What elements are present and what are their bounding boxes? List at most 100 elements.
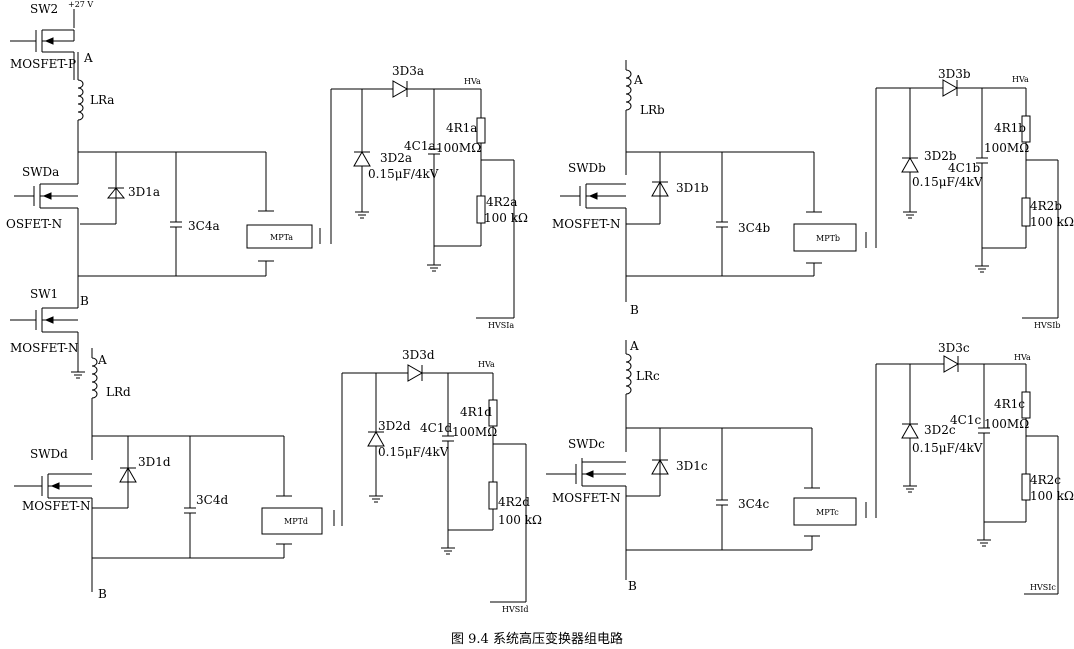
- diode-3d1b-label: 3D1b: [676, 181, 709, 195]
- mpt-b-box: [793, 223, 857, 252]
- inductor-lrd-label: LRd: [106, 385, 131, 399]
- swdc-type-label: MOSFET-N: [552, 491, 620, 505]
- resistor-4r2d-value: 100 kΩ: [498, 513, 542, 527]
- hv-c-label: HVa: [1014, 353, 1031, 362]
- swda-label: SWDa: [22, 165, 59, 179]
- resistor-4r2a-value: 100 kΩ: [484, 211, 528, 225]
- channel-d: A LRd 3D1d SWDd MOSFET-N B 3C4d: [14, 348, 542, 614]
- figure-caption: 图 9.4 系统高压变换器组电路: [451, 632, 623, 647]
- swdc-label: SWDc: [568, 437, 605, 451]
- diode-3d2a-label: 3D2a: [380, 151, 412, 165]
- swdb-mosfet-n: SWDb MOSFET-N: [552, 161, 626, 231]
- node-a-label: A: [83, 51, 93, 65]
- resistor-4r2b-label: 4R2b: [1030, 199, 1062, 213]
- mpt-a-box: [246, 224, 313, 249]
- inductor-lra: [77, 79, 84, 121]
- inductor-lrc: [625, 353, 632, 395]
- node-a-label-b: A: [633, 73, 643, 87]
- cap-4c1d-label: 4C1d: [420, 421, 452, 435]
- channel-b: A LRb 3D1b SWDb MOSFET-N B 3C4b: [552, 60, 1074, 330]
- diode-3d1a-label: 3D1a: [128, 185, 160, 199]
- swdd-type-label: MOSFET-N: [22, 499, 90, 513]
- sw1-section: B SW1 MOSFET-N: [10, 287, 89, 379]
- cap-4c1a-label: 4C1a: [404, 139, 436, 153]
- hvsi-c-label: HVSIc: [1030, 583, 1056, 592]
- inductor-lrb-label: LRb: [640, 103, 665, 117]
- mpt-c-label: MPTc: [816, 508, 839, 517]
- diode-3d3b-label: 3D3b: [938, 67, 971, 81]
- inductor-lrb: [625, 69, 632, 111]
- diode-3d1a: [106, 187, 126, 199]
- cap-3c4c-label: 3C4c: [738, 497, 769, 511]
- swdb-label: SWDb: [568, 161, 606, 175]
- diode-3d1d: [119, 466, 137, 483]
- swdc-mosfet-n: SWDc MOSFET-N: [546, 437, 626, 505]
- resistor-4r1a-value: 100MΩ: [436, 141, 481, 155]
- cap-3c4b-label: 3C4b: [738, 221, 770, 235]
- swdd-mosfet-n: SWDd MOSFET-N: [14, 447, 92, 513]
- mpt-b-label: MPTb: [816, 234, 840, 243]
- resistor-4r2b: [1021, 197, 1031, 227]
- sw2-label: SW2: [30, 2, 58, 16]
- channel-c: A LRc 3D1c SWDc MOSFET-N B 3C4c: [546, 339, 1074, 595]
- mpt-d-label: MPTd: [284, 517, 308, 526]
- inductor-lrc-label: LRc: [636, 369, 660, 383]
- diode-3d2c: [901, 422, 919, 439]
- resistor-4r1c-label: 4R1c: [994, 397, 1025, 411]
- resistor-4r2b-value: 100 kΩ: [1030, 215, 1074, 229]
- diode-3d1c: [651, 458, 669, 475]
- diode-3d2a: [353, 150, 371, 167]
- diode-3d3d: [407, 364, 424, 382]
- resistor-4r1b-label: 4R1b: [994, 121, 1026, 135]
- swdd-label: SWDd: [30, 447, 68, 461]
- resistor-4r1c-value: 100MΩ: [984, 417, 1029, 431]
- node-b-label-a: B: [80, 294, 89, 308]
- diode-3d1b: [651, 180, 669, 197]
- node-b-label-b: B: [630, 303, 639, 317]
- cap-d-value: 0.15μF/4kV: [378, 445, 449, 459]
- inductor-lrd: [91, 357, 98, 399]
- cap-3c4d-label: 3C4d: [196, 493, 228, 507]
- hv-b-label: HVa: [1012, 75, 1029, 84]
- mpt-c-box: [793, 497, 857, 526]
- resistor-4r2c: [1021, 473, 1031, 501]
- node-a-label-d: A: [97, 353, 107, 367]
- cap-3c4a-label: 3C4a: [188, 219, 220, 233]
- diode-3d3c-label: 3D3c: [938, 341, 970, 355]
- hvsi-b-label: HVSIb: [1034, 321, 1061, 330]
- diode-3d2d-label: 3D2d: [378, 419, 411, 433]
- cap-b-value: 0.15μF/4kV: [912, 175, 983, 189]
- sw2-type-label: MOSFET-P: [10, 57, 76, 71]
- resistor-4r1a-label: 4R1a: [446, 121, 477, 135]
- diode-3d2b: [901, 156, 919, 173]
- sw2-mosfet-p: [10, 29, 75, 80]
- sw1-label: SW1: [30, 287, 58, 301]
- resistor-4r2c-value: 100 kΩ: [1030, 489, 1074, 503]
- supply-section: +27 V SW2 MOSFET-P: [10, 0, 93, 80]
- swda-mosfet-n: SWDa OSFET-N: [6, 165, 79, 231]
- mpt-d-box: [261, 507, 323, 535]
- resistor-4r1d-label: 4R1d: [460, 405, 492, 419]
- hvsi-a-label: HVSIa: [488, 321, 514, 330]
- hv-d-label: HVa: [478, 360, 495, 369]
- mpt-a-label: MPTa: [270, 233, 293, 242]
- diode-3d1d-label: 3D1d: [138, 455, 171, 469]
- swdb-type-label: MOSFET-N: [552, 217, 620, 231]
- cap-4c1c-label: 4C1c: [950, 413, 981, 427]
- diode-3d1c-label: 3D1c: [676, 459, 708, 473]
- diode-3d2c-label: 3D2c: [924, 423, 956, 437]
- diode-3d2b-label: 3D2b: [924, 149, 957, 163]
- cap-a-value: 0.15μF/4kV: [368, 167, 439, 181]
- resistor-4r1d-value: 100MΩ: [452, 425, 497, 439]
- diode-3d3a-label: 3D3a: [392, 64, 424, 78]
- node-b-label-c: B: [628, 579, 637, 593]
- node-b-label-d: B: [98, 587, 107, 601]
- diode-3d3a: [392, 80, 409, 98]
- hv-a-label: HVa: [464, 77, 481, 86]
- resistor-4r2c-label: 4R2c: [1030, 473, 1061, 487]
- cap-c-value: 0.15μF/4kV: [912, 441, 983, 455]
- node-a-label-c: A: [629, 339, 639, 353]
- resistor-4r1a: [476, 117, 486, 144]
- resistor-4r1b-value: 100MΩ: [984, 141, 1029, 155]
